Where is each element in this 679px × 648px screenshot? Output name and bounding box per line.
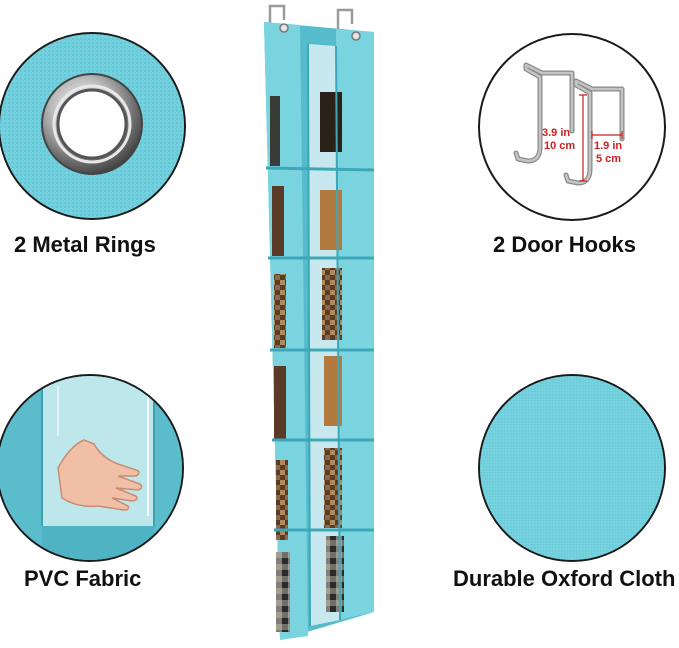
grommet-icon bbox=[0, 34, 184, 218]
oxford-cloth-label: Durable Oxford Cloth bbox=[453, 566, 676, 591]
door-hooks-label: 2 Door Hooks bbox=[493, 232, 637, 257]
hanging-organizer bbox=[240, 0, 400, 648]
oxford-cloth-closeup bbox=[478, 374, 666, 562]
door-hooks-closeup: 3.9 in 10 cm 1.9 in 5 cm bbox=[478, 33, 666, 221]
hook-depth-cm: 5 cm bbox=[596, 153, 621, 165]
hand-icon bbox=[0, 376, 182, 560]
fabric-texture bbox=[480, 376, 664, 560]
hook-height-cm: 10 cm bbox=[544, 140, 575, 152]
pvc-fabric-label: PVC Fabric bbox=[24, 566, 142, 591]
hook-depth-inches: 1.9 in bbox=[594, 140, 622, 152]
pvc-fabric-closeup bbox=[0, 374, 184, 562]
metal-rings-label: 2 Metal Rings bbox=[14, 232, 156, 257]
door-hook-icon: 3.9 in 10 cm 1.9 in 5 cm bbox=[513, 62, 625, 186]
hook-height-inches: 3.9 in bbox=[542, 127, 570, 139]
metal-ring-closeup bbox=[0, 32, 186, 220]
